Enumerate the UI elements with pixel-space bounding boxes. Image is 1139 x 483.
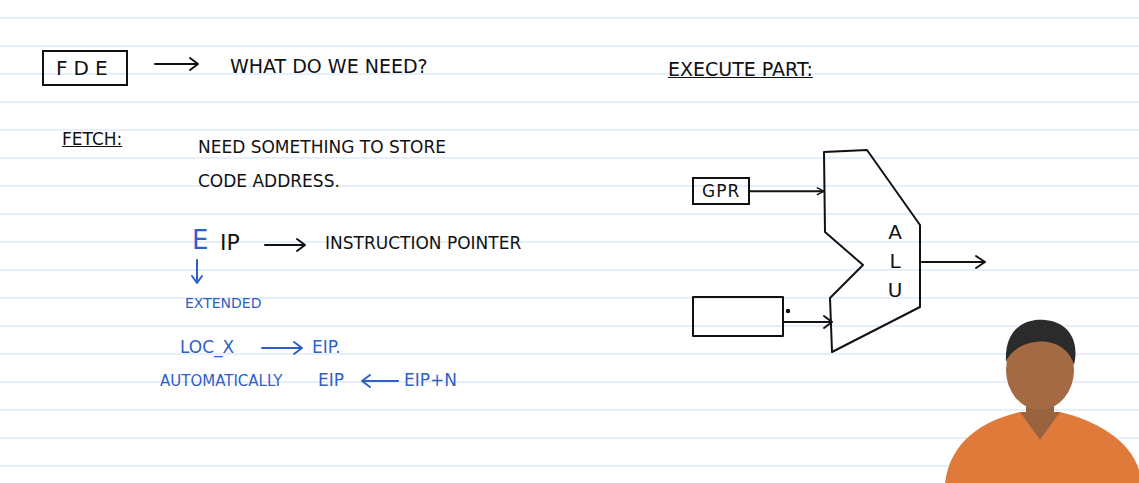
ruled-line [0, 214, 1139, 215]
register-box: GPR [692, 177, 750, 205]
assign-arrow [362, 375, 398, 387]
ruled-line [0, 186, 1139, 187]
note-text: LOC_X [180, 337, 234, 357]
ruled-line [0, 270, 1139, 271]
note-text: EXTENDED [185, 295, 261, 312]
note-text: EXECUTE PART: [668, 58, 813, 81]
ruled-line [0, 410, 1139, 411]
alu-label: A L U [885, 218, 905, 305]
arrow [783, 316, 832, 328]
note-text: AUTOMATICALLY [160, 372, 282, 390]
arrow [262, 342, 302, 354]
ruled-line [0, 74, 1139, 75]
presenter [945, 320, 1139, 483]
note-text: EIP+N [404, 370, 457, 390]
ruled-lines [0, 18, 1139, 466]
ruled-line [0, 242, 1139, 243]
dot [787, 310, 789, 312]
note-text: FETCH: [62, 129, 122, 149]
connector-arrow [750, 190, 824, 192]
arrow [265, 239, 305, 251]
ruled-line [0, 298, 1139, 299]
note-text: INSTRUCTION POINTER [325, 233, 521, 253]
note-text: WHAT DO WE NEED? [230, 55, 428, 78]
operand-box [693, 297, 783, 336]
alu-shape: A L U [823, 148, 923, 354]
note-text: EIP. [312, 337, 341, 357]
node-label: FDE [56, 56, 114, 80]
alu-outline [823, 148, 923, 354]
output-arrow [922, 256, 985, 268]
note-text: IP [220, 230, 240, 256]
down-arrow [192, 260, 202, 283]
arrow [155, 58, 198, 70]
ruled-line [0, 18, 1139, 19]
ruled-line [0, 158, 1139, 159]
note-text: NEED SOMETHING TO STORE CODE ADDRESS. [198, 130, 498, 198]
ruled-line [0, 46, 1139, 47]
ruled-line [0, 354, 1139, 355]
ruled-line [0, 130, 1139, 131]
ruled-line [0, 326, 1139, 327]
alu-outline [824, 150, 920, 352]
ruled-line [0, 102, 1139, 103]
note-text: E [192, 225, 208, 256]
process-box: FDE [42, 50, 128, 86]
note-text: EIP [318, 370, 344, 390]
node-label: GPR [702, 181, 740, 201]
